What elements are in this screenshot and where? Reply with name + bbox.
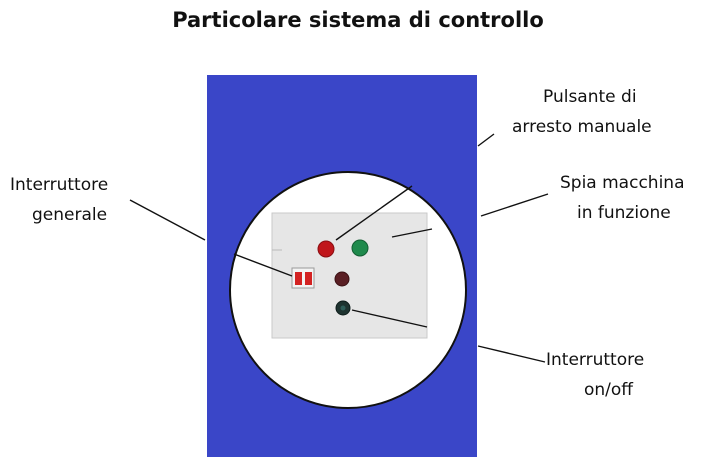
label-main-switch-line2: generale [32,205,108,225]
label-onoff-switch-line1: Interruttore [546,350,645,370]
label-stop-button-line1: Pulsante di [543,87,637,107]
label-running-light-line1: Spia macchina [560,173,685,193]
leader-running-light [391,228,433,238]
knob [334,271,350,287]
leader-stop-button [335,185,413,241]
label-main-switch-group: Interruttore generale [10,170,108,230]
label-running-light-group: Spia macchina in funzione [560,168,685,228]
leader-onoff-switch [351,309,428,328]
leader-stop-cabinet [477,133,495,147]
leader-main-switch [233,253,293,277]
stop-button [317,240,335,258]
leader-running-cabinet [480,193,549,217]
main-switch-toggle-right [305,272,312,285]
label-stop-button-group: Pulsante di arresto manuale [512,82,652,142]
label-stop-button-line2: arresto manuale [512,117,652,137]
running-light [351,239,369,257]
diagram-title: Particolare sistema di controllo [172,8,544,32]
label-onoff-switch-group: Interruttore on/off [546,345,644,405]
label-main-switch-line1: Interruttore [10,175,109,195]
main-switch-toggle-left [295,272,302,285]
leader-main-cabinet [129,199,206,241]
label-onoff-switch-line2: on/off [584,380,634,400]
leader-onoff-cabinet [477,345,546,363]
label-running-light-line2: in funzione [577,203,671,223]
